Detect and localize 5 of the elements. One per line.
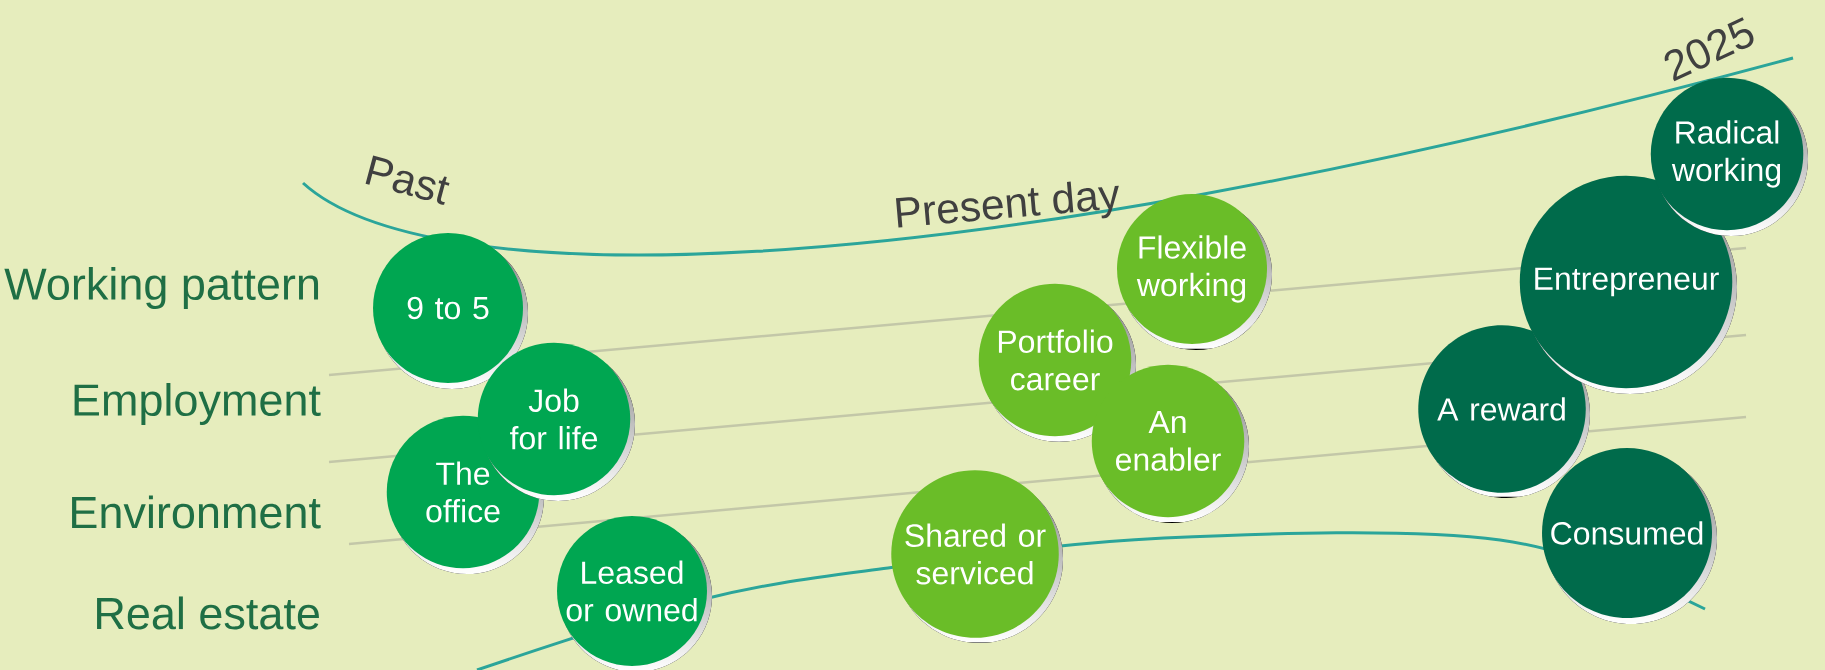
era-label: Present day	[895, 181, 1119, 228]
row-label: Working pattern	[4, 267, 319, 309]
row-label: Employment	[74, 383, 321, 425]
row-label: Environment	[72, 495, 321, 529]
row-label: Real estate	[97, 596, 319, 630]
